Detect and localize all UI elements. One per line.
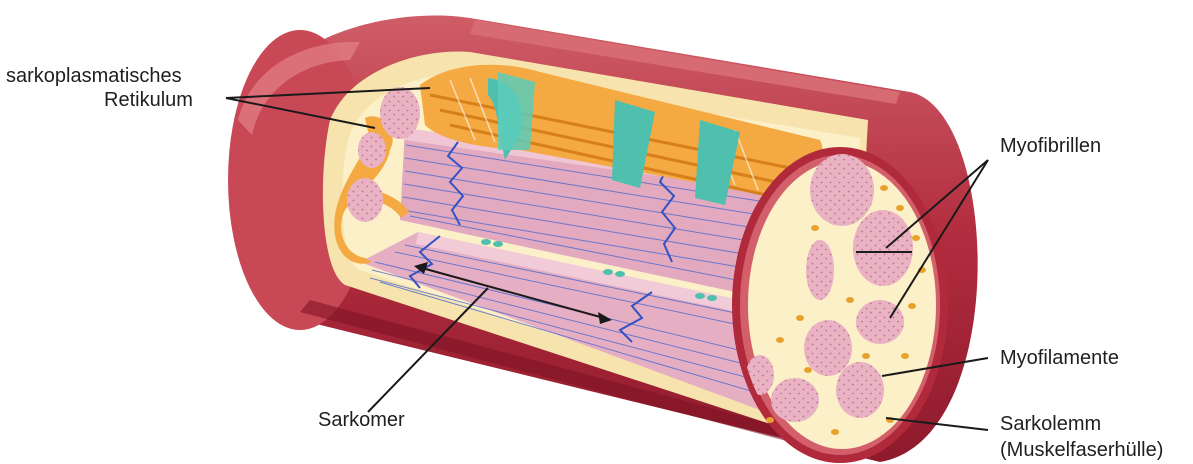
fiber-cross-section <box>732 147 948 463</box>
label-sr-line1: sarkoplasmatisches <box>6 64 182 88</box>
label-sarkolemm-line2: (Muskelfaserhülle) <box>1000 438 1163 462</box>
label-myofibrillen: Myofibrillen <box>1000 134 1101 158</box>
label-sarkomer: Sarkomer <box>318 408 405 432</box>
label-sarkolemm-line1: Sarkolemm <box>1000 412 1101 436</box>
label-sr-line2: Retikulum <box>104 88 193 112</box>
label-myofilamente: Myofilamente <box>1000 346 1119 370</box>
